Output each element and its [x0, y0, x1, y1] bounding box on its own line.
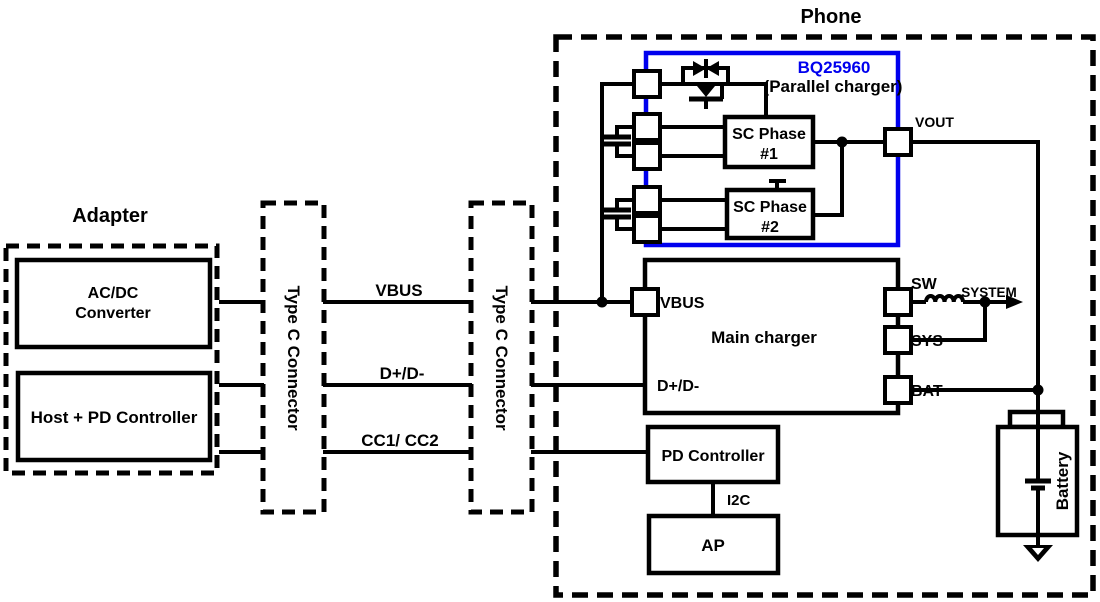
vbus-net-label: VBUS	[375, 281, 422, 300]
junction-dot-vout	[836, 136, 848, 148]
ap-box	[646, 513, 781, 576]
phone-title: Phone	[800, 6, 861, 28]
typec-left-label: Type C Connector	[284, 285, 303, 431]
host-pd-controller-box	[15, 370, 213, 463]
adapter-title: Adapter	[72, 205, 148, 227]
wire-cap1-bottom	[615, 145, 636, 158]
wire-sys	[909, 304, 987, 342]
junction-dot-vbus	[596, 296, 608, 308]
diode-left-icon	[693, 61, 706, 76]
vout-pin-label: VOUT	[915, 114, 954, 130]
vbus-pin-label: VBUS	[660, 295, 705, 312]
data-net-label: D+/D-	[380, 364, 425, 383]
main-charger-label: Main charger	[711, 328, 817, 347]
vout-pin	[883, 127, 913, 157]
diode-right-icon	[706, 61, 719, 76]
sw-pin	[883, 287, 913, 317]
bq-cap1-pin-b	[632, 141, 662, 171]
bq25960-part-label: BQ25960	[798, 58, 871, 77]
typec-connector-right-box	[468, 200, 535, 515]
mosfet-arrow-icon	[697, 86, 715, 97]
sc-phase-1-box	[722, 114, 816, 170]
typec-connector-left-box	[260, 200, 327, 515]
system-net-label: SYSTEM	[961, 285, 1017, 300]
ap-label: AP	[701, 536, 725, 555]
inductor-icon	[924, 294, 965, 303]
sc2-label-line2: #2	[761, 219, 779, 236]
sc1-label-line1: SC Phase	[732, 126, 806, 143]
bq-cap2-pin-b	[632, 214, 662, 244]
bat-pin	[883, 375, 913, 405]
bat-pin-label: BAT	[911, 383, 943, 400]
pd-controller-label: PD Controller	[661, 448, 764, 465]
sys-pin	[883, 325, 913, 355]
cc-net-label: CC1/ CC2	[361, 431, 438, 450]
battery-label: Battery	[1053, 451, 1072, 510]
wire-fet-to-sc1	[658, 82, 768, 119]
wire-vbus-to-bq	[600, 82, 636, 302]
typec-right-label: Type C Connector	[492, 285, 511, 431]
i2c-label: I2C	[727, 492, 751, 509]
junction-dot-bat	[1032, 384, 1044, 396]
host-pd-label: Host + PD Controller	[31, 408, 198, 427]
bq-input-pin	[632, 69, 662, 99]
acdc-label-line2: Converter	[75, 305, 151, 322]
ground-icon-notch	[1032, 548, 1044, 555]
data-pin-label: D+/D-	[657, 378, 699, 395]
phone-group-box	[553, 34, 1096, 598]
sc1-label-line2: #1	[760, 146, 778, 163]
bq-cap1-pin-a	[632, 112, 662, 142]
wire-vout-to-battery	[909, 140, 1040, 479]
adapter-group-box	[3, 243, 220, 476]
system-arrowhead-icon	[1006, 295, 1023, 309]
sw-pin-label: SW	[911, 276, 938, 293]
junction-dot-system	[979, 296, 991, 308]
acdc-converter-box	[14, 257, 213, 350]
bq25960-subtitle: (Parallel charger)	[764, 77, 903, 96]
acdc-label-line1: AC/DC	[88, 285, 139, 302]
vbus-pin	[630, 287, 660, 317]
bq-cap2-pin-a	[632, 185, 662, 215]
wire-cap1-top	[615, 125, 636, 136]
sc2-label-line1: SC Phase	[733, 199, 807, 216]
pd-controller-box	[645, 424, 781, 485]
wire-cap2-top	[615, 198, 636, 209]
sys-pin-label: SYS	[911, 333, 943, 350]
wire-sc2-out	[812, 142, 844, 217]
wire-cap2-bottom	[615, 218, 636, 231]
